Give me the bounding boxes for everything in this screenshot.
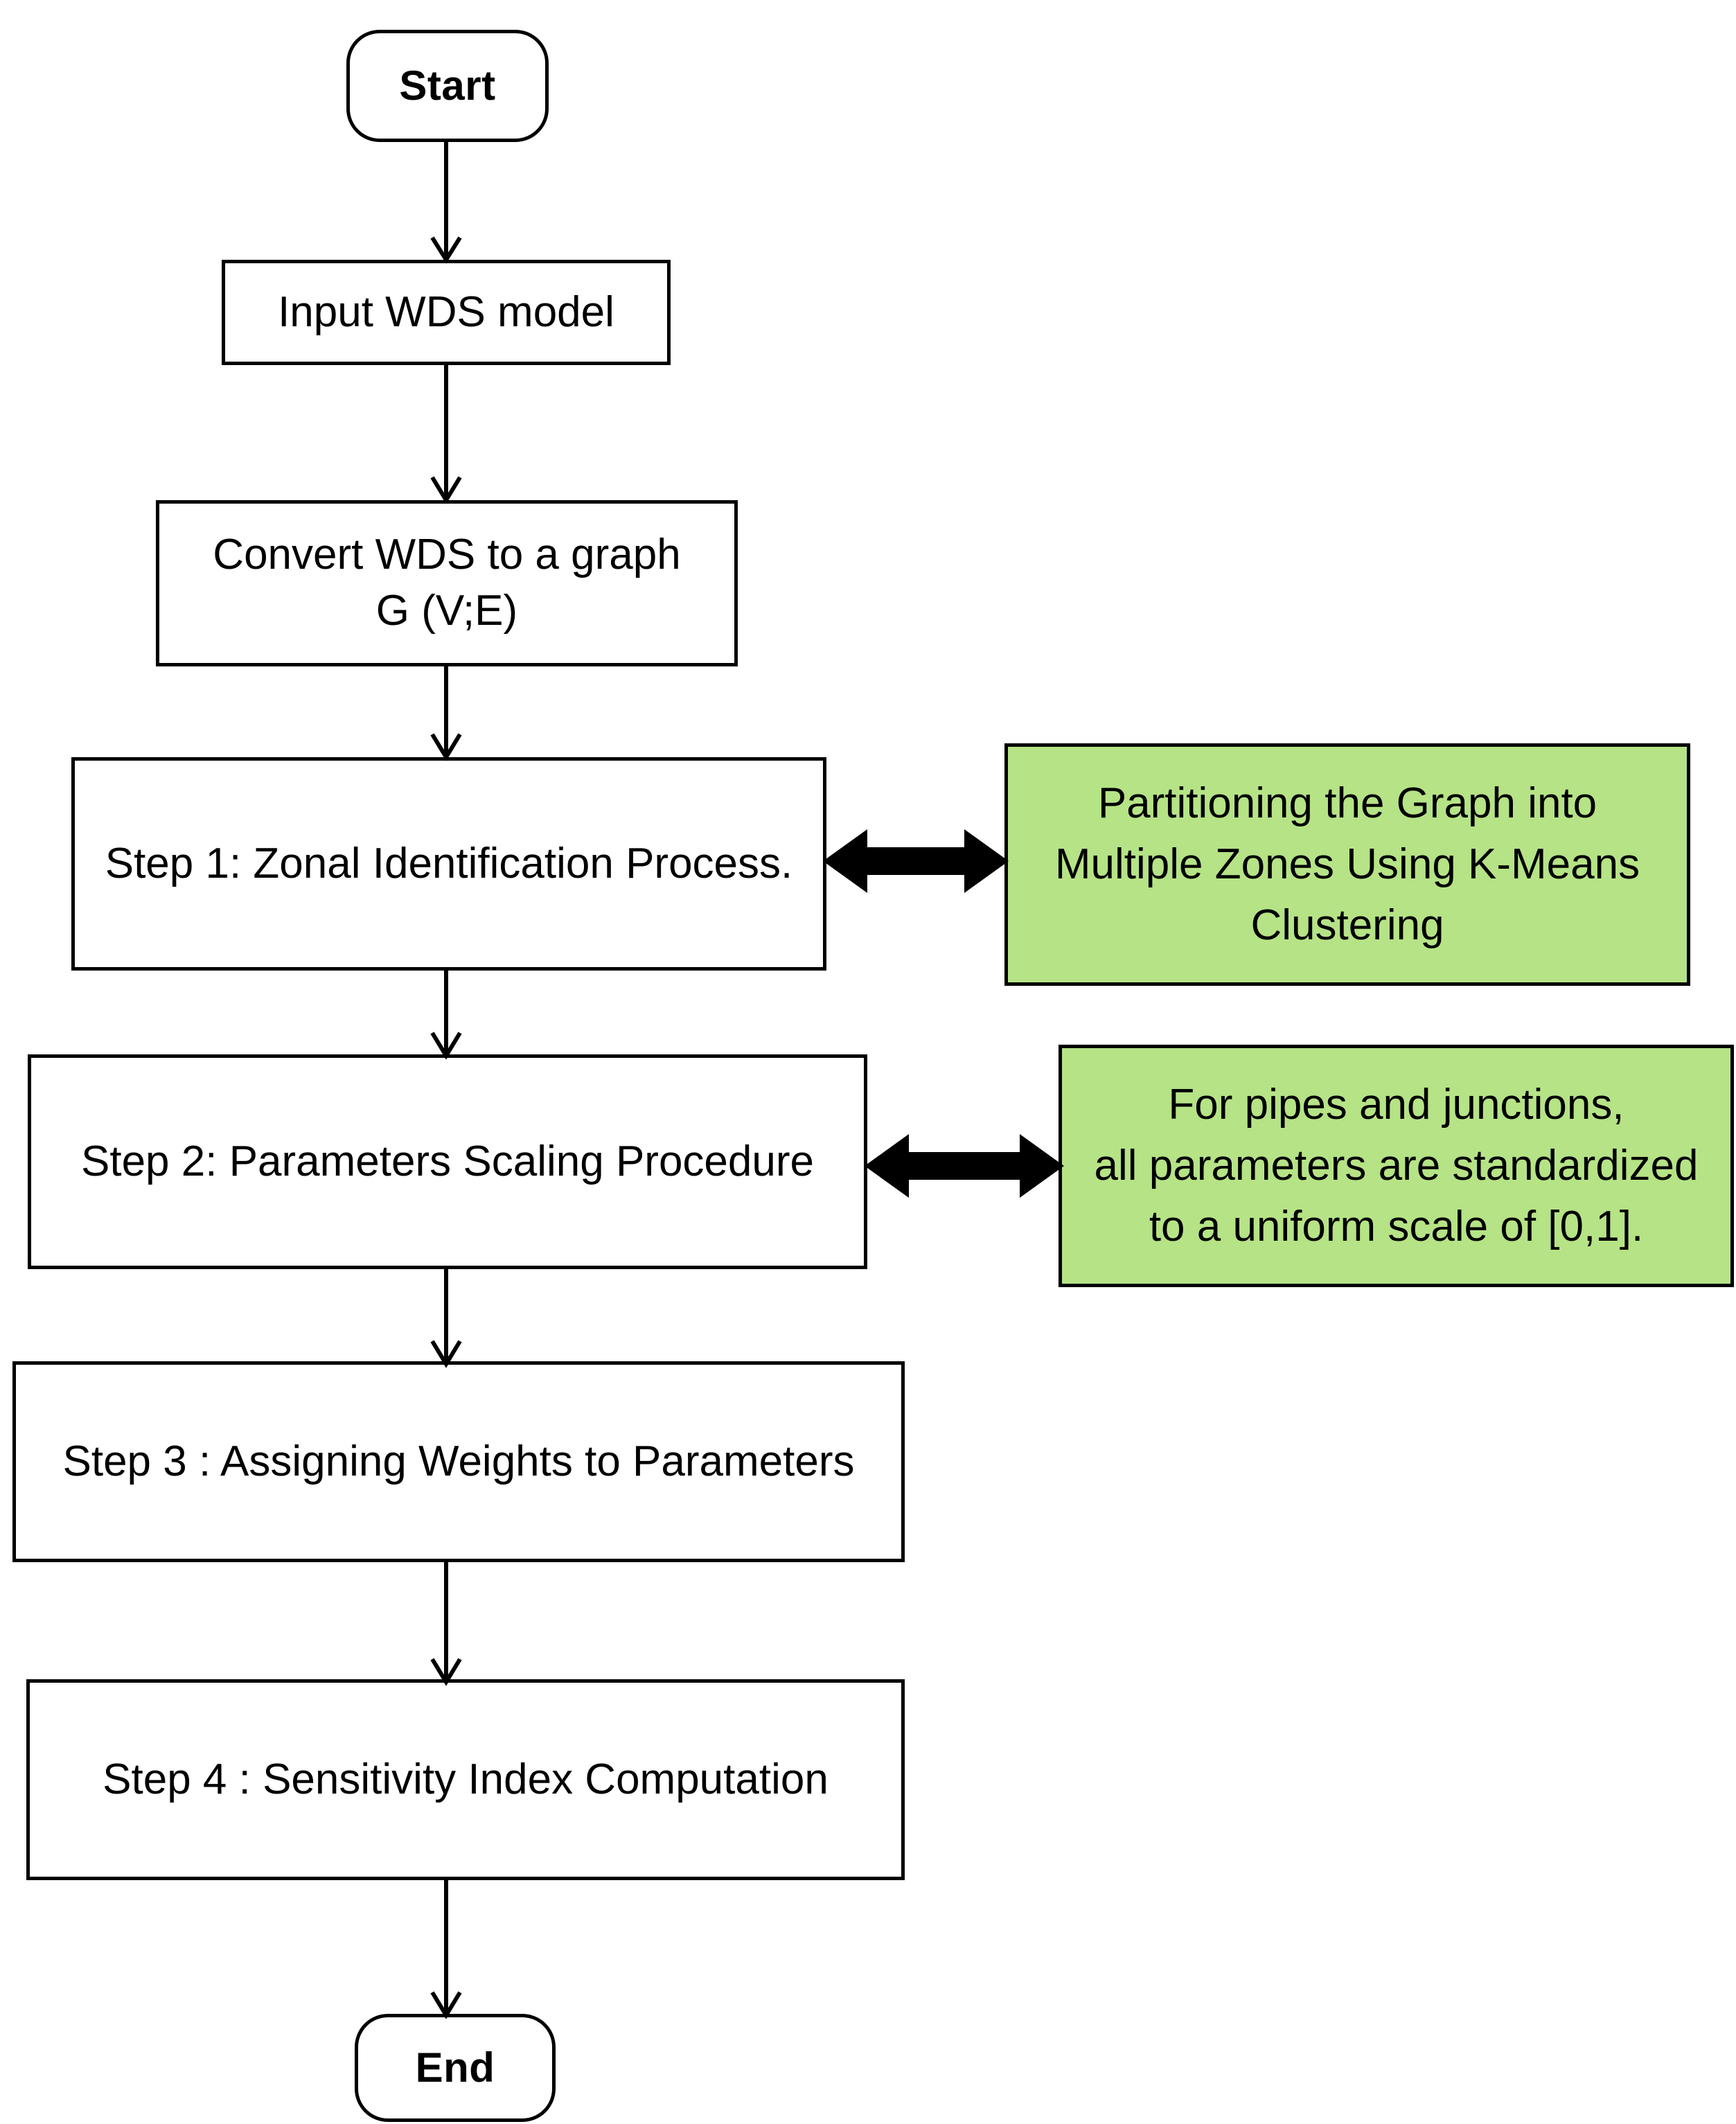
node-step-2-label: Step 2: Parameters Scaling Procedure	[81, 1137, 814, 1185]
node-step-4-label: Step 4 : Sensitivity Index Computation	[103, 1755, 829, 1803]
node-note-2-label: For pipes and junctions, all parameters …	[1094, 1080, 1699, 1251]
node-note-1[interactable]: Partitioning the Graph into Multiple Zon…	[1004, 743, 1690, 986]
arrow-down-icon	[430, 969, 462, 1060]
double-arrow-horizontal-icon	[865, 1134, 1064, 1198]
connector-step4-to-end	[409, 1879, 492, 2019]
node-step-3-label: Step 3 : Assigning Weights to Parameters	[62, 1437, 855, 1485]
node-start-label: Start	[399, 62, 496, 109]
arrow-down-icon	[430, 1879, 462, 2019]
node-end-label: End	[415, 2044, 495, 2091]
node-note-1-label: Partitioning the Graph into Multiple Zon…	[1054, 779, 1640, 950]
connector-step1-to-note1	[823, 817, 1009, 905]
arrow-down-icon	[430, 141, 462, 264]
arrow-down-icon	[430, 665, 462, 761]
double-arrow-horizontal-icon	[823, 829, 1009, 893]
node-input-wds-model[interactable]: Input WDS model	[222, 260, 671, 365]
node-start[interactable]: Start	[346, 30, 549, 142]
node-input-wds-model-label: Input WDS model	[278, 287, 614, 336]
node-convert-wds-graph[interactable]: Convert WDS to a graph G (V;E)	[156, 500, 738, 666]
node-note-2[interactable]: For pipes and junctions, all parameters …	[1059, 1045, 1734, 1287]
node-step-3[interactable]: Step 3 : Assigning Weights to Parameters	[12, 1361, 905, 1562]
connector-step3-to-step4	[409, 1561, 492, 1686]
node-step-1-label: Step 1: Zonal Identification Process.	[105, 839, 793, 887]
arrow-down-icon	[430, 1561, 462, 1686]
arrow-down-icon	[430, 1268, 462, 1368]
node-step-1[interactable]: Step 1: Zonal Identification Process.	[71, 757, 826, 971]
arrow-down-icon	[430, 364, 462, 504]
node-convert-wds-graph-label: Convert WDS to a graph G (V;E)	[213, 531, 681, 635]
connector-step2-to-note2	[865, 1122, 1064, 1210]
connector-input-to-convert	[409, 364, 492, 506]
node-end[interactable]: End	[355, 2014, 556, 2122]
connector-step2-to-step3	[409, 1268, 492, 1368]
connector-step1-to-step2	[409, 969, 492, 1060]
connector-convert-to-step1	[409, 665, 492, 762]
node-step-4[interactable]: Step 4 : Sensitivity Index Computation	[26, 1679, 905, 1880]
connector-start-to-input	[409, 141, 492, 265]
node-step-2[interactable]: Step 2: Parameters Scaling Procedure	[28, 1054, 867, 1269]
